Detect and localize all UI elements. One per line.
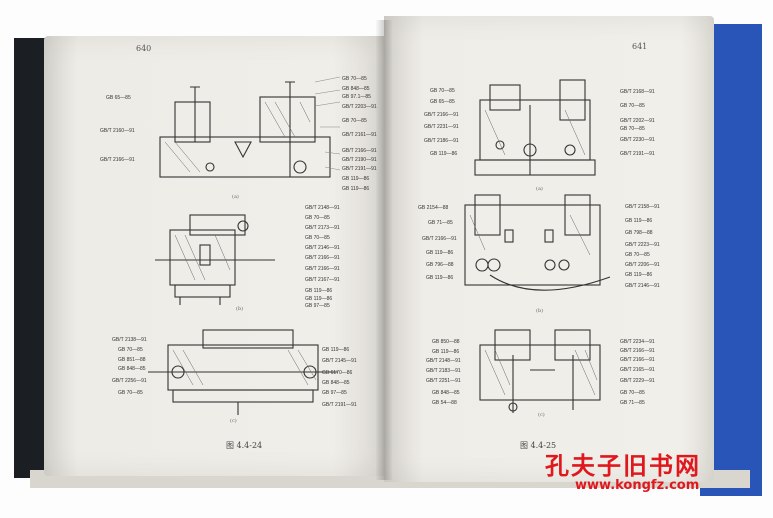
callout: GB/T 2160—91 xyxy=(100,128,135,134)
callout: GB/T 2166—91 xyxy=(100,157,135,163)
callout: GB 97.1—85 xyxy=(342,94,371,100)
callout: GB/T 2146—91 xyxy=(625,283,660,289)
callout: GB/T 2165—91 xyxy=(620,367,655,373)
callout: GB 65—85 xyxy=(430,99,455,105)
callout: GB/T 2230—91 xyxy=(620,137,655,143)
callout: GB/T 2234—91 xyxy=(620,339,655,345)
callout: GB 97—85 xyxy=(305,303,330,309)
left-figure-a-drawing xyxy=(159,76,341,178)
callout: GB/T 2206—91 xyxy=(625,262,660,268)
callout: GB 70—85 xyxy=(305,235,330,241)
callout: GB/T 2138—91 xyxy=(112,337,147,343)
callout: GB/T 2231—91 xyxy=(424,124,459,130)
callout: GB 119—86 xyxy=(305,296,333,302)
callout: GB 848—85 xyxy=(118,366,146,372)
callout: GB 70—85 xyxy=(430,88,455,94)
book-gutter xyxy=(376,20,392,480)
callout: GB 798—88 xyxy=(625,230,653,236)
callout: GB 71—85 xyxy=(428,220,453,226)
left-figure-caption: 图 4.4-24 xyxy=(226,441,263,450)
callout: GB 119—86 xyxy=(625,218,653,224)
right-figure-caption: 图 4.4-25 xyxy=(520,441,557,450)
callout: GB/T 2183—91 xyxy=(426,368,461,374)
callout: GB 119—86 xyxy=(432,349,460,355)
left-figure-b-label: (b) xyxy=(236,306,244,312)
callout: GB 851—88 xyxy=(118,357,146,363)
callout: GB 71—85 xyxy=(620,400,645,406)
callout: GB 796—88 xyxy=(426,262,454,268)
callout: GB 848—85 xyxy=(342,86,370,92)
callout: GB/T 2223—91 xyxy=(625,242,660,248)
watermark-url: www.kongfz.com xyxy=(575,478,700,493)
callout: GB/T 2191—91 xyxy=(322,402,357,408)
callout: GB/T 2190—91 xyxy=(342,157,377,163)
callout: GB 848—85 xyxy=(432,390,460,396)
callout: GB 70—85 xyxy=(620,103,645,109)
left-page-number: 640 xyxy=(136,44,152,53)
right-figure-c-drawing xyxy=(479,329,601,413)
callout: GB/T 2191—91 xyxy=(620,151,655,157)
callout: GB/T 2229—91 xyxy=(620,378,655,384)
callout: GB 6170—86 xyxy=(322,370,353,376)
callout: GB 119—86 xyxy=(342,176,370,182)
callout: GB/T 2191—91 xyxy=(342,166,377,172)
callout: GB 848—85 xyxy=(322,380,350,386)
callout: GB/T 2158—91 xyxy=(625,204,660,210)
left-figure-b-drawing xyxy=(155,214,275,305)
left-page xyxy=(44,36,384,476)
callout: GB/T 2166—91 xyxy=(620,348,655,354)
right-page-number: 641 xyxy=(632,42,648,51)
right-page xyxy=(384,16,714,482)
callout: GB/T 2166—91 xyxy=(620,357,655,363)
callout: GB 70—85 xyxy=(620,126,645,132)
watermark-title: 孔夫子旧书网 xyxy=(545,452,701,480)
callout: GB 119—86 xyxy=(426,250,454,256)
left-figure-c-drawing xyxy=(148,329,338,415)
callout: GB 97—85 xyxy=(322,390,347,396)
callout: GB 70—85 xyxy=(342,118,367,124)
callout: GB/T 2173—91 xyxy=(305,225,340,231)
callout: GB 119—86 xyxy=(426,275,454,281)
callout: GB 70—85 xyxy=(118,347,143,353)
callout: GB/T 2186—91 xyxy=(424,138,459,144)
callout: GB 850—88 xyxy=(432,339,460,345)
callout: GB 119—86 xyxy=(625,272,653,278)
callout: GB/T 2166—91 xyxy=(342,148,377,154)
callout: GB/T 2148—91 xyxy=(305,205,340,211)
right-figure-a-drawing xyxy=(474,79,596,176)
callout: GB/T 2161—91 xyxy=(342,132,377,138)
callout: GB/T 2166—91 xyxy=(422,236,457,242)
callout: GB/T 2167—91 xyxy=(305,277,340,283)
callout: GB/T 2251—91 xyxy=(426,378,461,384)
callout: GB/T 2145—91 xyxy=(322,358,357,364)
left-figure-a-label: (a) xyxy=(232,194,239,200)
callout: GB 54—88 xyxy=(432,400,457,406)
left-figure-c-label: (c) xyxy=(230,418,237,424)
callout: GB 119—86 xyxy=(342,186,370,192)
right-figure-c-label: (c) xyxy=(538,412,545,418)
callout: GB 2154—88 xyxy=(418,205,449,211)
callout: GB/T 2166—91 xyxy=(305,255,340,261)
callout: GB/T 2148—91 xyxy=(426,358,461,364)
callout: GB 65—85 xyxy=(106,95,131,101)
callout: GB/T 2203—91 xyxy=(342,104,377,110)
callout: GB 119—86 xyxy=(430,151,458,157)
callout: GB/T 2256—91 xyxy=(112,378,147,384)
right-figure-b-label: (b) xyxy=(536,308,544,314)
callout: GB/T 2146—91 xyxy=(305,245,340,251)
callout: GB 70—85 xyxy=(625,252,650,258)
callout: GB 70—85 xyxy=(342,76,367,82)
callout: GB/T 2202—91 xyxy=(620,118,655,124)
right-figure-a-label: (a) xyxy=(536,186,543,192)
callout: GB/T 2168—91 xyxy=(620,89,655,95)
right-figure-b-drawing xyxy=(464,194,611,291)
callout: GB 70—85 xyxy=(305,215,330,221)
callout: GB 119—86 xyxy=(305,288,333,294)
callout: GB 70—85 xyxy=(620,390,645,396)
callout: GB 70—85 xyxy=(118,390,143,396)
callout: GB/T 2166—91 xyxy=(424,112,459,118)
callout: GB/T 2166—91 xyxy=(305,266,340,272)
callout: GB 119—86 xyxy=(322,347,350,353)
